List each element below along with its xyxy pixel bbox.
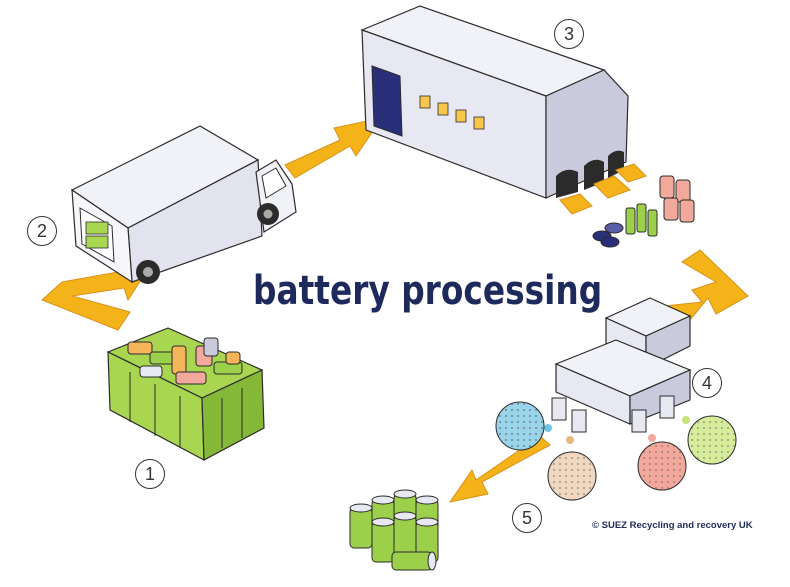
transport-truck	[70, 125, 297, 284]
sorting-facility	[360, 5, 695, 248]
new-batteries	[349, 489, 439, 571]
processing-machine	[495, 297, 737, 501]
copyright-notice: © SUEZ Recycling and recovery UK	[592, 520, 753, 531]
arrow-machine-to-batteries	[448, 435, 551, 503]
step-number-4: 4	[692, 368, 722, 398]
diagram-title: battery processing	[253, 268, 603, 314]
collection-bin	[106, 327, 265, 462]
step-number-2: 2	[27, 216, 57, 246]
step-number-5: 5	[512, 503, 542, 533]
step-number-3: 3	[554, 19, 584, 49]
arrow-truck-to-facility	[284, 117, 384, 179]
step-number-1: 1	[135, 459, 165, 489]
